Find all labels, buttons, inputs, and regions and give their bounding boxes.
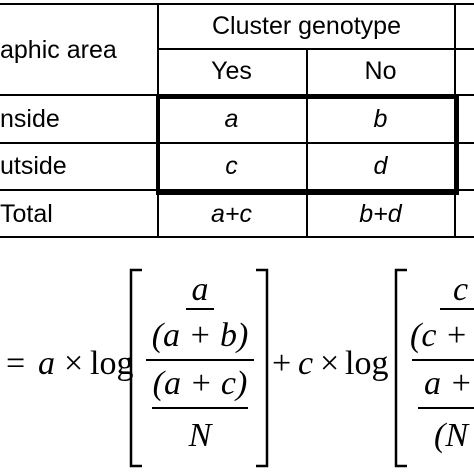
frac2-top-numerator: c — [453, 271, 468, 308]
yes-column-header: Yes — [211, 57, 252, 85]
cluster-genotype-header: Cluster genotype — [211, 11, 401, 40]
cell-a-plus-c: a+c — [210, 199, 252, 228]
times-sign-2: × — [320, 345, 339, 382]
row-label-total: Total — [0, 199, 53, 228]
frac2-bottom-denominator: (N — [434, 417, 470, 454]
table-top-rule — [0, 3, 474, 5]
right-bracket-1 — [256, 268, 269, 468]
frac1-bottom-denominator: N — [188, 417, 214, 454]
frac1-top-numerator: a — [192, 271, 209, 308]
frac1-bottom-numerator: (a + c) — [153, 365, 248, 402]
row-label-inside: nside — [0, 104, 60, 133]
left-bracket-1 — [129, 268, 142, 468]
yes-no-column-rule — [306, 48, 308, 238]
cell-c: c — [225, 151, 238, 180]
log-2: log — [345, 345, 388, 382]
times-sign-1: × — [64, 345, 83, 382]
term1-coefficient: a — [38, 345, 55, 382]
row-outside-rule — [0, 189, 474, 191]
term2-coefficient: c — [298, 345, 313, 382]
plus-sign: + — [272, 345, 291, 382]
cell-a: a — [224, 104, 239, 133]
cell-d: d — [373, 151, 388, 180]
frac2-top-denominator: (c + — [410, 317, 468, 354]
table-bottom-rule — [0, 236, 474, 238]
equals-sign: = — [6, 345, 25, 382]
area-header: aphic area — [0, 35, 117, 64]
highlight-box — [156, 95, 459, 195]
row-inside-rule — [0, 142, 474, 144]
cell-b-plus-d: b+d — [359, 199, 402, 228]
left-bracket-2 — [394, 268, 407, 468]
no-column-header: No — [364, 57, 397, 85]
log-1: log — [90, 345, 133, 382]
header-sub-rule — [157, 48, 474, 50]
frac2-bottom-numerator: a + — [424, 365, 472, 402]
frac1-top-denominator: (a + b) — [152, 317, 249, 354]
row-label-outside: utside — [0, 151, 67, 180]
cell-b: b — [373, 104, 388, 133]
